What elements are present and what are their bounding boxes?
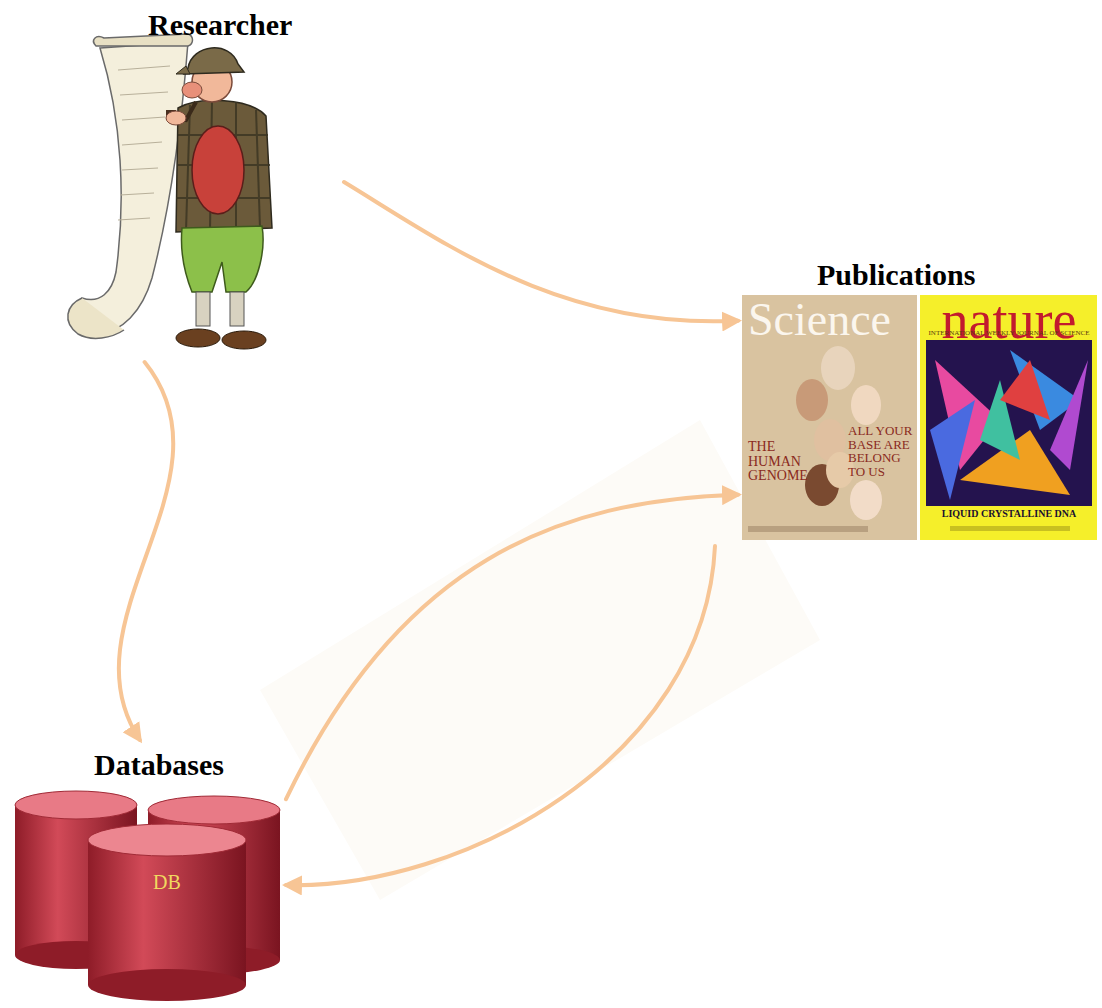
cover-text: THE HUMAN GENOME [748,440,810,484]
nature-cover [920,295,1097,540]
database-cylinders [15,791,280,1001]
background-patch [260,420,820,900]
flow-arrow [344,182,738,321]
flow-arrow [286,495,738,800]
cover-text: nature [926,292,1092,349]
cover-text: LIQUID CRYSTALLINE DNA [926,509,1092,520]
science-cover [742,295,917,540]
cover-text: DB [137,872,197,893]
node-title: Databases [94,748,224,781]
node-title: Researcher [148,8,292,41]
flow-arrow [119,362,173,740]
figure-node: Databases [12,742,284,1002]
node-title: Publications [817,258,975,291]
cover-text: INTERNATIONAL WEEKLY JOURNAL OF SCIENCE [924,330,1094,337]
flow-arrow [286,546,715,885]
cover-text: ALL YOUR BASE ARE BELONG TO US [848,424,916,479]
researcher-figure [68,34,272,349]
cover-text: Science [748,296,913,344]
figure-node: Researcher [60,4,342,360]
